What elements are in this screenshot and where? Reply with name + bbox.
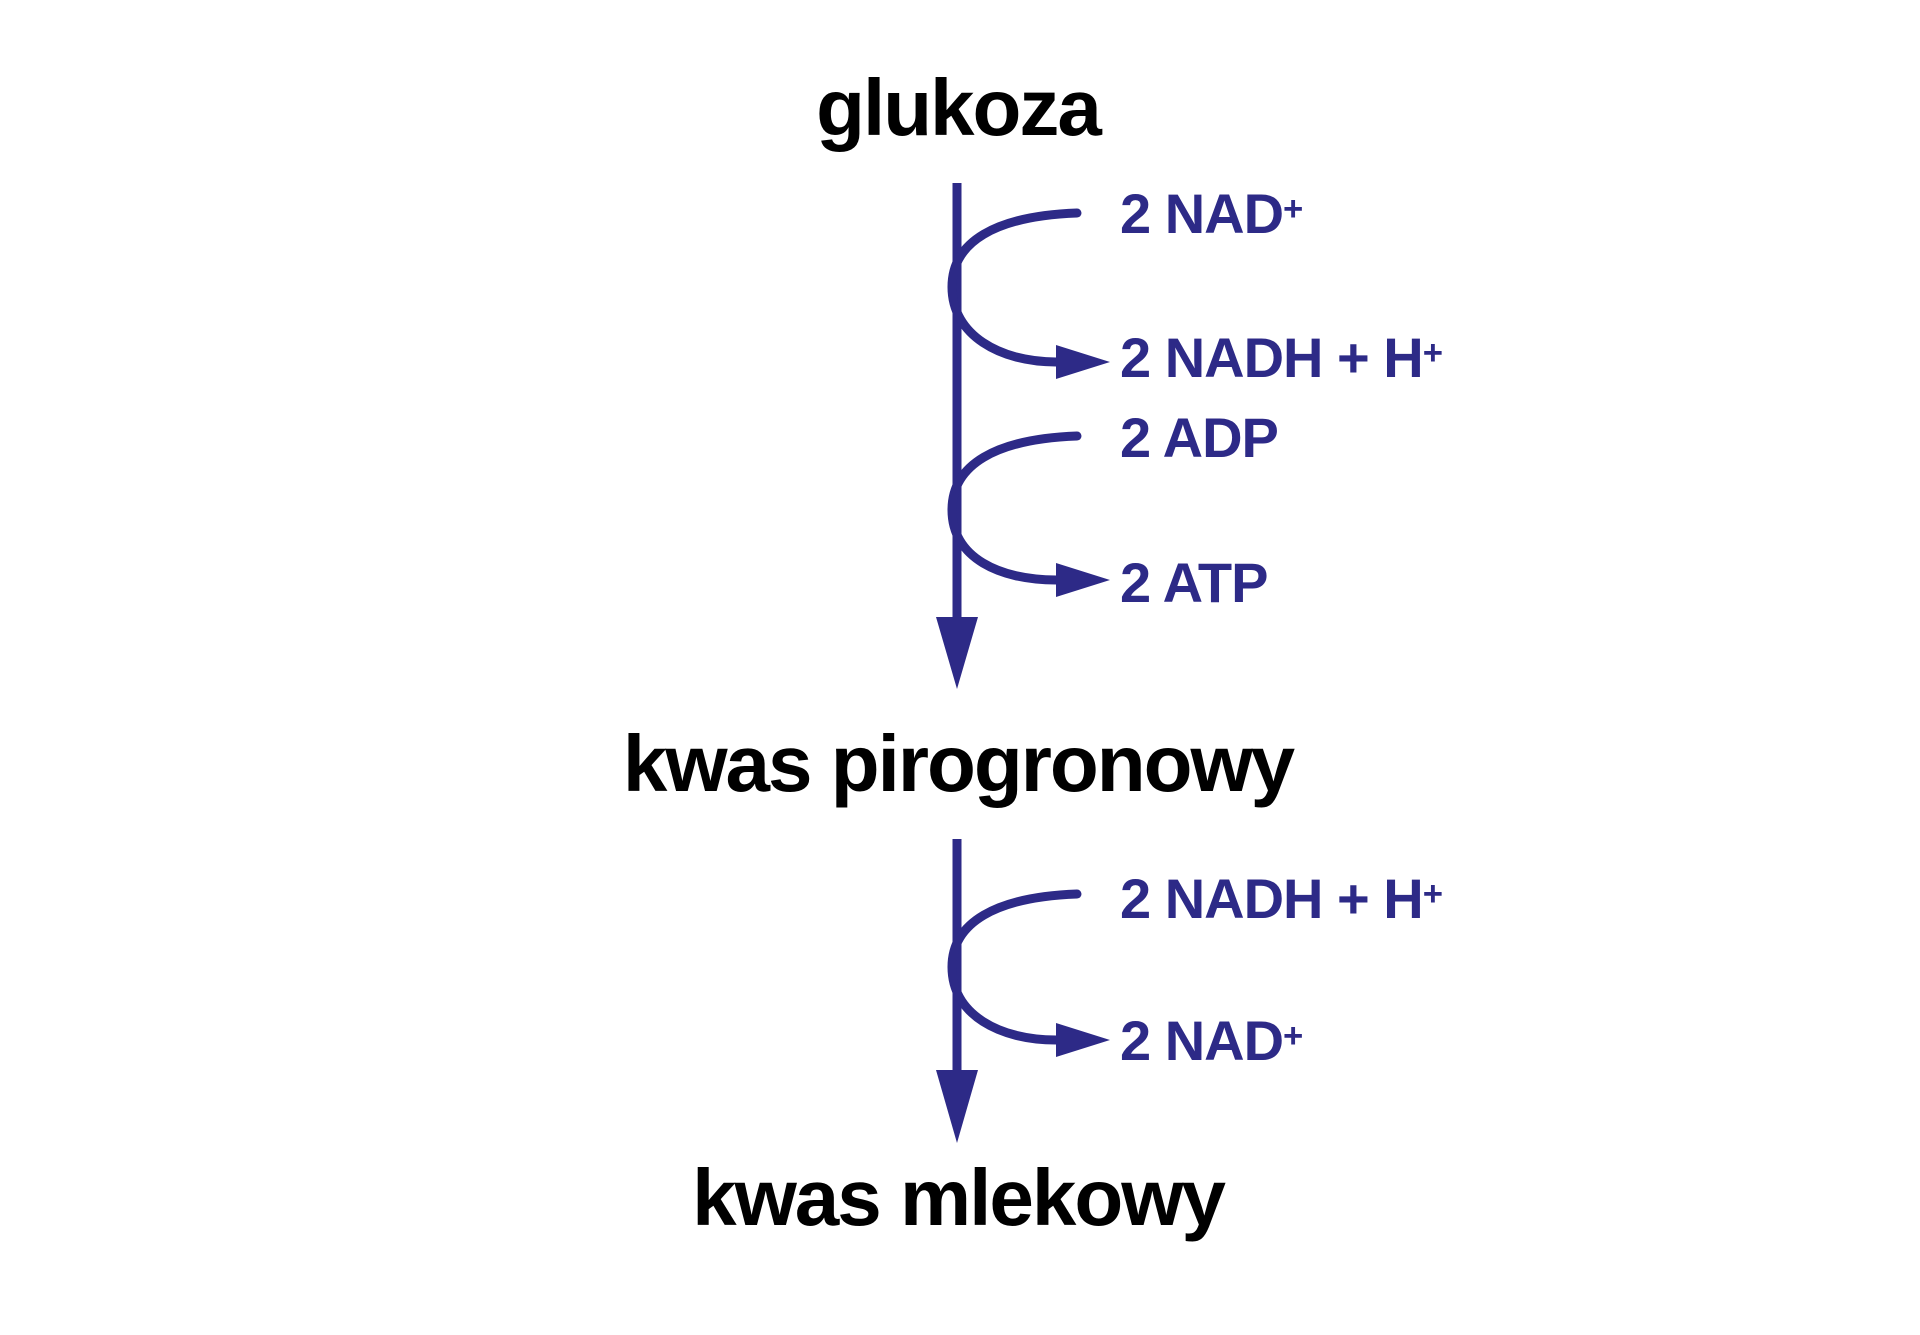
cofactor-label-adp-in: 2 ADP — [1120, 410, 1279, 466]
down-arrowhead-icon — [936, 617, 978, 689]
right-arrowhead-icon — [1056, 1023, 1110, 1057]
cofactor-arrow-adp-to-atp — [947, 431, 1110, 597]
cofactor-arrow-nadh-to-nad — [947, 889, 1110, 1057]
cofactor-label-nadh-out: 2 NADH + H+ — [1120, 330, 1443, 386]
main-arrow-pyruvate-to-lactate — [936, 839, 978, 1143]
cofactor-label-base: 2 NADH + H — [1120, 867, 1424, 930]
down-arrowhead-icon — [936, 1070, 978, 1143]
node-lactic-acid: kwas mlekowy — [692, 1153, 1226, 1242]
node-pyruvic-acid: kwas pirogronowy — [622, 719, 1295, 808]
cofactor-curve — [947, 889, 1082, 1045]
cofactor-label-base: 2 ATP — [1120, 551, 1268, 614]
cofactor-curve — [947, 431, 1082, 585]
cofactor-label-superscript: + — [1422, 874, 1443, 913]
cofactor-label-base: 2 NADH + H — [1120, 326, 1424, 389]
right-arrowhead-icon — [1056, 563, 1110, 597]
node-glucose: glukoza — [816, 63, 1102, 152]
cofactor-label-superscript: + — [1283, 1016, 1303, 1055]
cofactor-label-atp-out: 2 ATP — [1120, 555, 1268, 611]
cofactor-label-nad-in: 2 NAD+ — [1120, 186, 1303, 242]
cofactor-label-superscript: + — [1422, 333, 1443, 372]
cofactor-label-base: 2 NAD — [1120, 1009, 1284, 1072]
cofactor-label-nad-out: 2 NAD+ — [1120, 1013, 1303, 1069]
cofactor-curve — [947, 208, 1082, 367]
cofactor-label-superscript: + — [1283, 189, 1303, 228]
cofactor-arrow-nad-to-nadh — [947, 208, 1110, 379]
right-arrowhead-icon — [1056, 345, 1110, 379]
cofactor-label-base: 2 ADP — [1120, 406, 1279, 469]
cofactor-label-nadh-in: 2 NADH + H+ — [1120, 871, 1443, 927]
cofactor-label-base: 2 NAD — [1120, 182, 1284, 245]
